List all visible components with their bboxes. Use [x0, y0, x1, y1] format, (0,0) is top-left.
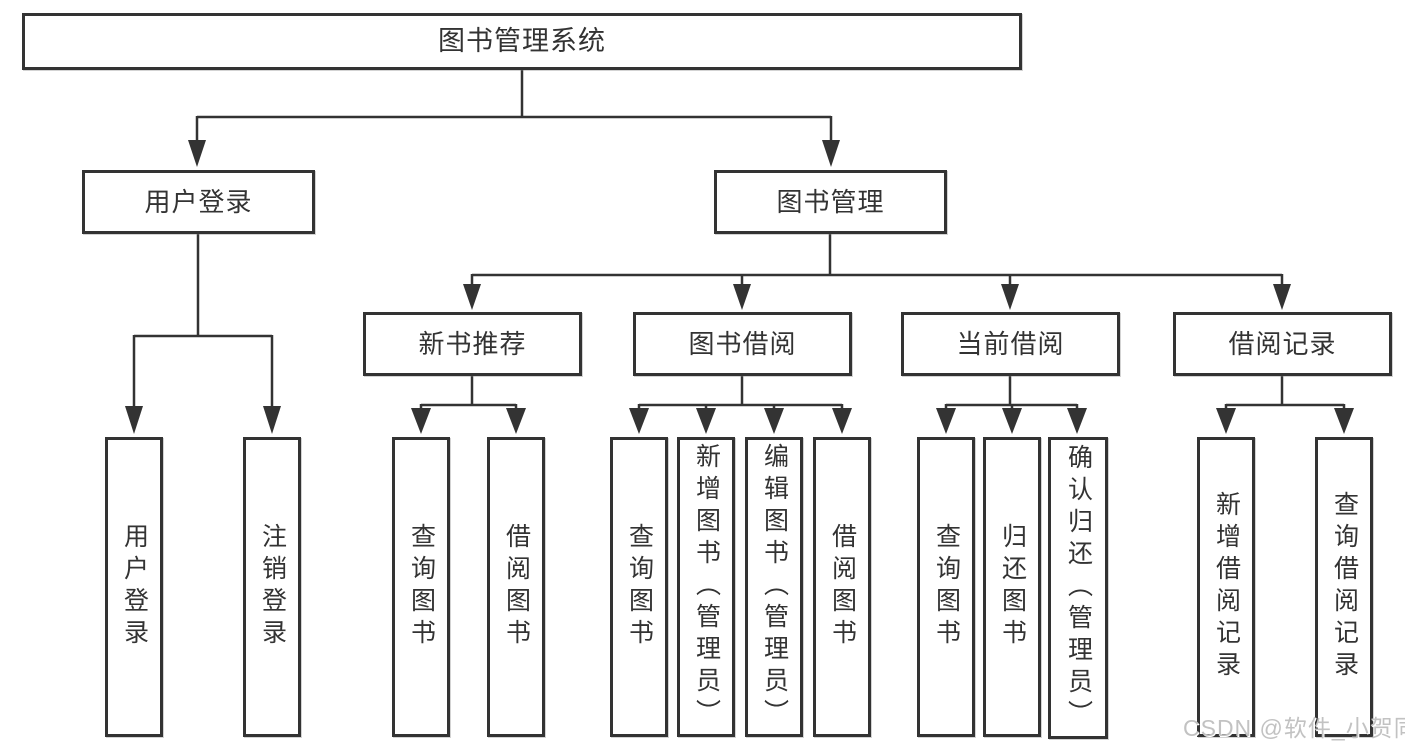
leaf-logout-login: 注销登录: [243, 437, 301, 737]
leaf-confirm-return-admin: 确认归还（管理员）: [1048, 437, 1108, 739]
leaf-label: 确认归还（管理员）: [1064, 444, 1093, 732]
arrow-down-icon: [696, 408, 716, 434]
arrow-down-icon: [1334, 408, 1354, 434]
arrow-down-icon: [1067, 408, 1087, 434]
arrow-down-icon: [832, 408, 852, 434]
leaf-label: 借阅图书: [828, 523, 857, 651]
watermark: CSDN @软件_小贺同学: [1183, 715, 1405, 741]
leaf-return-books: 归还图书: [983, 437, 1041, 737]
arrow-down-icon: [411, 408, 431, 434]
leaf-label: 归还图书: [998, 523, 1027, 651]
leaf-add-borrow-record: 新增借阅记录: [1197, 437, 1255, 737]
leaf-borrow-books-recommend: 借阅图书: [487, 437, 545, 737]
leaf-query-books-current: 查询图书: [917, 437, 975, 737]
arrow-down-icon: [733, 284, 751, 310]
leaf-label: 编辑图书（管理员）: [760, 443, 789, 731]
leaf-label: 查询借阅记录: [1330, 491, 1359, 683]
node-new-book-recommend: 新书推荐: [363, 312, 582, 376]
arrow-down-icon: [125, 406, 143, 434]
arrow-down-icon: [506, 408, 526, 434]
leaf-edit-books-admin: 编辑图书（管理员）: [745, 437, 803, 737]
arrow-down-icon: [188, 140, 206, 167]
node-book-borrowing: 图书借阅: [633, 312, 852, 376]
leaf-query-borrow-record: 查询借阅记录: [1315, 437, 1373, 737]
leaf-query-books-recommend: 查询图书: [392, 437, 450, 737]
leaf-label: 用户登录: [120, 523, 149, 651]
arrow-down-icon: [263, 406, 281, 434]
leaf-label: 借阅图书: [502, 523, 531, 651]
arrow-down-icon: [629, 408, 649, 434]
leaf-borrow-books-borrowing: 借阅图书: [813, 437, 871, 737]
leaf-add-books-admin: 新增图书（管理员）: [677, 437, 735, 737]
node-user-login: 用户登录: [82, 170, 315, 234]
arrow-down-icon: [1002, 408, 1022, 434]
arrow-down-icon: [822, 140, 840, 167]
leaf-label: 新增借阅记录: [1212, 491, 1241, 683]
node-root: 图书管理系统: [22, 13, 1022, 70]
arrow-down-icon: [1216, 408, 1236, 434]
leaf-label: 注销登录: [258, 523, 287, 651]
leaf-label: 新增图书（管理员）: [692, 443, 721, 731]
leaf-label: 查询图书: [625, 523, 654, 651]
node-book-management: 图书管理: [714, 170, 947, 234]
leaf-query-books-borrowing: 查询图书: [610, 437, 668, 737]
node-borrow-records: 借阅记录: [1173, 312, 1392, 376]
arrow-down-icon: [936, 408, 956, 434]
arrow-down-icon: [764, 408, 784, 434]
node-current-borrowing: 当前借阅: [901, 312, 1120, 376]
leaf-label: 查询图书: [407, 523, 436, 651]
arrow-down-icon: [1001, 284, 1019, 310]
arrow-down-icon: [1273, 284, 1291, 310]
leaf-user-login: 用户登录: [105, 437, 163, 737]
leaf-label: 查询图书: [932, 523, 961, 651]
arrow-down-icon: [463, 284, 481, 310]
